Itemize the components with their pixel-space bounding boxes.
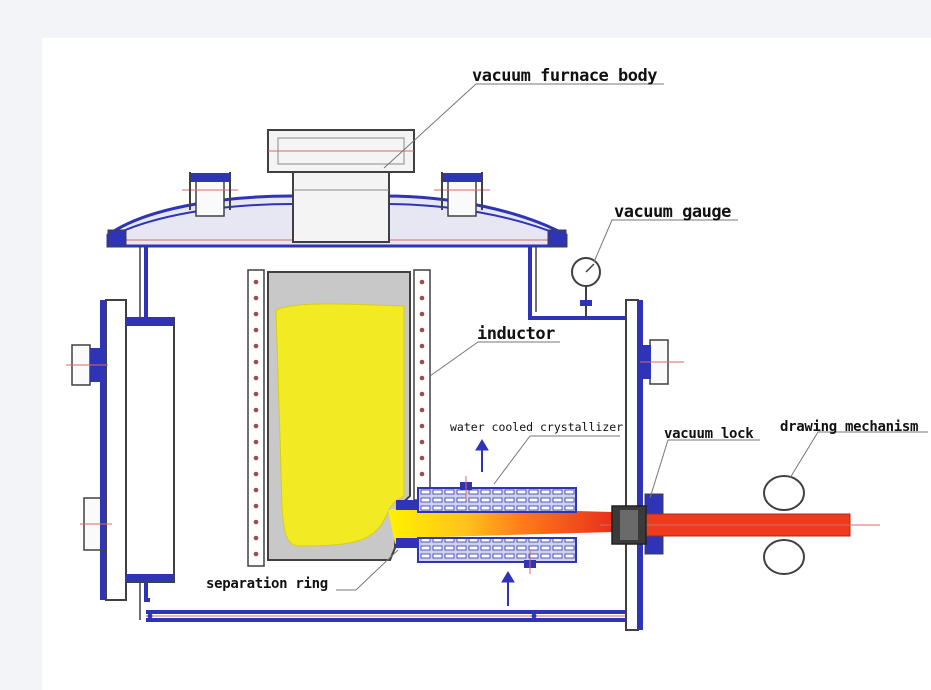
coil-turn <box>253 295 259 301</box>
left-side-door <box>66 299 175 601</box>
coil-turn <box>419 359 425 365</box>
coil-turn <box>419 391 425 397</box>
coil-turn <box>253 423 259 429</box>
inductor-coil <box>247 269 431 567</box>
lid-valve-left <box>182 172 238 217</box>
coil-turn <box>253 391 259 397</box>
coil-turn <box>253 311 259 317</box>
separation-ring <box>396 500 418 548</box>
label-vacuum-gauge: vacuum gauge <box>614 202 731 222</box>
vacuum-lock <box>611 505 647 545</box>
coil-turn <box>419 279 425 285</box>
coil-turn <box>419 439 425 445</box>
molten-metal <box>275 303 405 547</box>
vacuum-gauge <box>571 257 601 318</box>
lid-valve-right <box>434 172 490 217</box>
coil-turn <box>253 455 259 461</box>
coil-turn <box>253 519 259 525</box>
crystallizer <box>417 476 577 574</box>
drawing-rollers <box>763 475 805 575</box>
label-inductor: inductor <box>477 324 555 344</box>
coil-turn <box>253 487 259 493</box>
drawn-rod <box>388 506 612 544</box>
top-cap <box>267 129 415 243</box>
coil-turn <box>253 359 259 365</box>
label-furnace-body: vacuum furnace body <box>472 66 657 86</box>
leader-lines <box>336 83 928 591</box>
coil-turn <box>253 551 259 557</box>
coil-turn <box>253 471 259 477</box>
diagram-background <box>42 38 931 690</box>
water-arrows <box>475 439 515 606</box>
coil-turn <box>419 311 425 317</box>
coil-turn <box>253 327 259 333</box>
coil-turn <box>419 471 425 477</box>
coil-turn <box>419 455 425 461</box>
coil-turn <box>419 375 425 381</box>
label-drawing-mechanism: drawing mechanism <box>780 419 919 435</box>
coil-turn <box>253 343 259 349</box>
coil-turn <box>253 503 259 509</box>
coil-turn <box>253 279 259 285</box>
label-vacuum-lock: vacuum lock <box>664 426 754 442</box>
coil-turn <box>419 343 425 349</box>
label-separation-ring: separation ring <box>206 576 328 592</box>
coil-turn <box>419 407 425 413</box>
label-crystallizer: water cooled crystallizer <box>450 420 624 434</box>
coil-turn <box>419 423 425 429</box>
coil-turn <box>253 535 259 541</box>
coil-turn <box>253 439 259 445</box>
coil-turn <box>253 407 259 413</box>
coil-turn <box>253 375 259 381</box>
coil-turn <box>419 295 425 301</box>
right-side-door <box>625 299 684 631</box>
coil-turn <box>419 327 425 333</box>
